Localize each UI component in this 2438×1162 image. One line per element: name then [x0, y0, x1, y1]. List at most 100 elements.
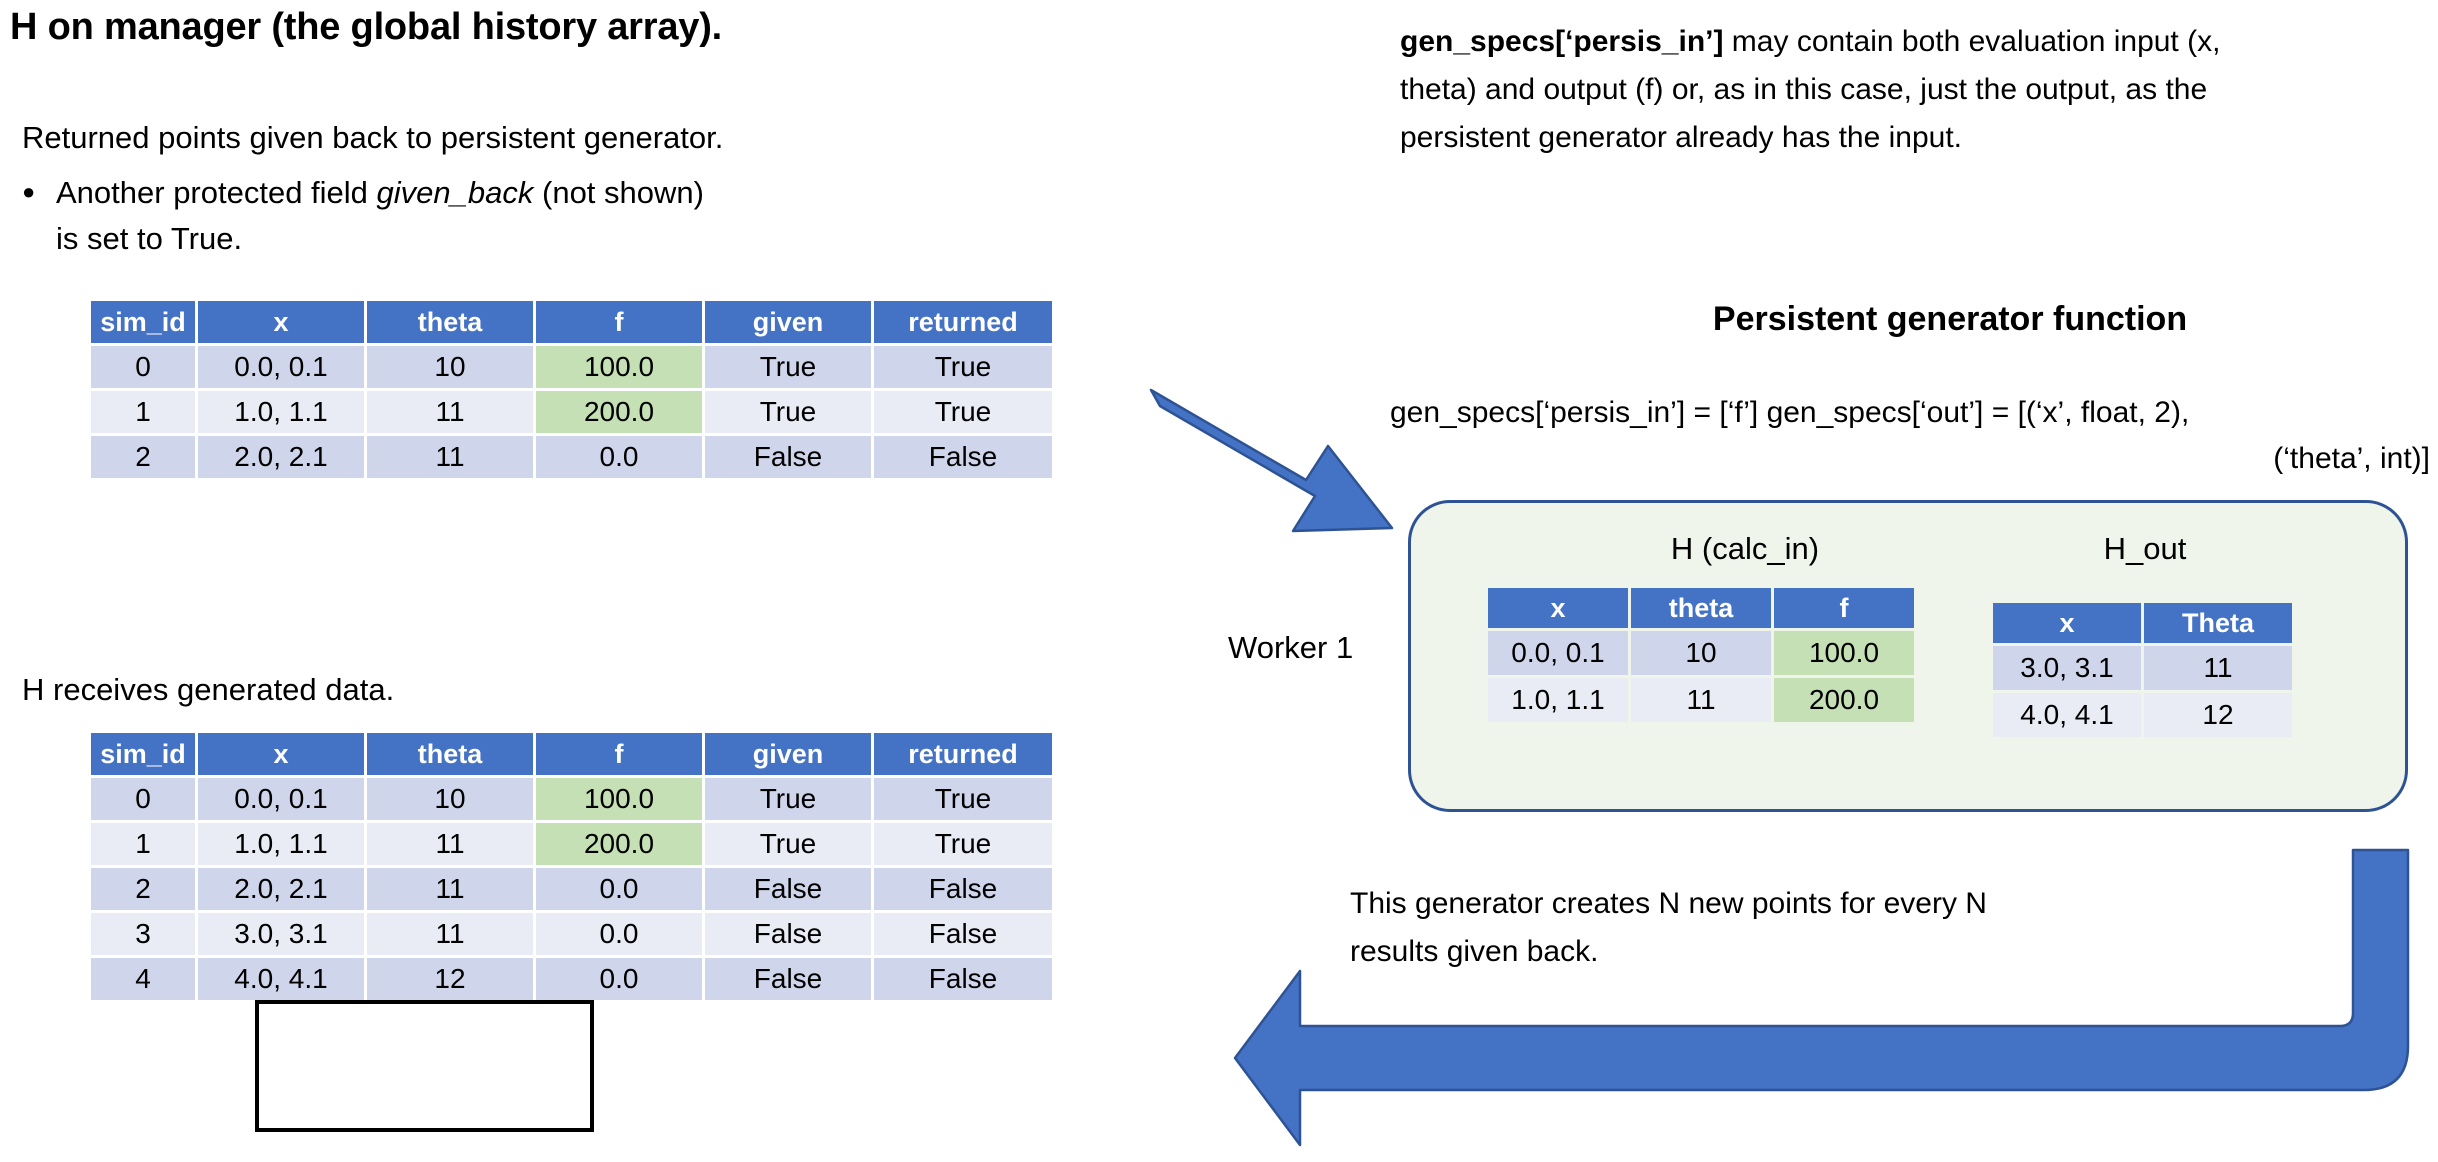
cell-given: False — [705, 868, 871, 910]
section-label-h-receives: H receives generated data. — [22, 672, 395, 707]
table-header-row: x theta f — [1488, 588, 1914, 628]
cell-x: 0.0, 0.1 — [198, 346, 364, 388]
table-h-returned: sim_id x theta f given returned 0 0.0, 0… — [88, 298, 1055, 481]
table-row: 2 2.0, 2.1 11 0.0 False False — [91, 436, 1052, 478]
col-header-f: f — [536, 301, 702, 343]
bullet-item-given-back: ● Another protected field given_back (no… — [22, 170, 722, 262]
cell-theta: 11 — [367, 391, 533, 433]
col-header-given: given — [705, 733, 871, 775]
cell-theta: 11 — [367, 823, 533, 865]
bullet-dot-icon: ● — [22, 179, 36, 204]
page-title: H on manager (the global history array). — [10, 6, 723, 48]
cell-given: False — [705, 436, 871, 478]
cell-given: True — [705, 391, 871, 433]
cell-f: 0.0 — [536, 436, 702, 478]
persistent-generator-heading: Persistent generator function — [1712, 300, 2188, 338]
table-header-row: x Theta — [1993, 603, 2292, 643]
col-header-sim-id: sim_id — [91, 733, 195, 775]
col-header-f: f — [536, 733, 702, 775]
col-header-theta: theta — [367, 733, 533, 775]
cell-theta: 11 — [367, 436, 533, 478]
table-header-row: sim_id x theta f given returned — [91, 301, 1052, 343]
cell-sim-id: 1 — [91, 391, 195, 433]
table-row: 0 0.0, 0.1 10 100.0 True True — [91, 346, 1052, 388]
cell-f: 100.0 — [536, 346, 702, 388]
cell-x: 0.0, 0.1 — [198, 778, 364, 820]
gen-specs-code-line2: (‘theta’, int)] — [2273, 442, 2430, 475]
col-header-returned: returned — [874, 301, 1052, 343]
cell-x: 2.0, 2.1 — [198, 868, 364, 910]
col-header-x: x — [1488, 588, 1628, 628]
cell-given: False — [705, 913, 871, 955]
table-title-h-out: H_out — [2103, 531, 2187, 566]
gen-specs-explanation: gen_specs[‘persis_in’] may contain both … — [1400, 18, 2280, 162]
table-header-row: sim_id x theta f given returned — [91, 733, 1052, 775]
col-header-given: given — [705, 301, 871, 343]
cell-theta: 11 — [1631, 678, 1771, 722]
col-header-x: x — [1993, 603, 2141, 643]
table-title-calc-in: H (calc_in) — [1670, 531, 1820, 566]
cell-given: True — [705, 778, 871, 820]
cell-returned: False — [874, 868, 1052, 910]
cell-returned: False — [874, 958, 1052, 1000]
table-row: 2 2.0, 2.1 11 0.0 False False — [91, 868, 1052, 910]
bullet-prefix: Another protected field — [56, 175, 377, 210]
cell-returned: True — [874, 823, 1052, 865]
bullet-suffix: (not shown) is set to True. — [56, 175, 704, 256]
table-row: 4.0, 4.1 12 — [1993, 693, 2292, 737]
cell-theta: 10 — [367, 346, 533, 388]
cell-theta: 11 — [2144, 646, 2292, 690]
cell-x: 3.0, 3.1 — [1993, 646, 2141, 690]
highlight-outline-new-points — [255, 1000, 594, 1132]
cell-sim-id: 2 — [91, 436, 195, 478]
col-header-sim-id: sim_id — [91, 301, 195, 343]
cell-returned: True — [874, 391, 1052, 433]
cell-x: 2.0, 2.1 — [198, 436, 364, 478]
cell-x: 1.0, 1.1 — [198, 391, 364, 433]
cell-f: 0.0 — [536, 913, 702, 955]
cell-theta: 10 — [367, 778, 533, 820]
table-row: 1 1.0, 1.1 11 200.0 True True — [91, 823, 1052, 865]
cell-f: 200.0 — [536, 391, 702, 433]
table-h-received: sim_id x theta f given returned 0 0.0, 0… — [88, 730, 1055, 1003]
cell-f: 100.0 — [1774, 631, 1914, 675]
col-header-x: x — [198, 733, 364, 775]
cell-theta: 11 — [367, 868, 533, 910]
cell-given: True — [705, 346, 871, 388]
cell-sim-id: 4 — [91, 958, 195, 1000]
bottom-note: This generator creates N new points for … — [1350, 887, 1987, 968]
cell-x: 1.0, 1.1 — [198, 823, 364, 865]
cell-x: 3.0, 3.1 — [198, 913, 364, 955]
table-calc-in: x theta f 0.0, 0.1 10 100.0 1.0, 1.1 11 … — [1485, 585, 1917, 725]
table-row: 1 1.0, 1.1 11 200.0 True True — [91, 391, 1052, 433]
cell-given: False — [705, 958, 871, 1000]
cell-theta: 10 — [1631, 631, 1771, 675]
cell-x: 1.0, 1.1 — [1488, 678, 1628, 722]
col-header-theta: Theta — [2144, 603, 2292, 643]
arrow-down-right-icon — [1148, 368, 1448, 548]
gen-specs-code: gen_specs[‘persis_in’] = [‘f’] gen_specs… — [1390, 390, 2430, 482]
bullet-item-label: Another protected field given_back (not … — [56, 170, 722, 262]
cell-sim-id: 3 — [91, 913, 195, 955]
col-header-returned: returned — [874, 733, 1052, 775]
table-h-out: x Theta 3.0, 3.1 11 4.0, 4.1 12 — [1990, 600, 2295, 740]
cell-returned: True — [874, 778, 1052, 820]
arrow-elbow-left-icon — [1230, 840, 2438, 1160]
cell-sim-id: 2 — [91, 868, 195, 910]
gen-specs-code-line1: gen_specs[‘persis_in’] = [‘f’] gen_specs… — [1390, 396, 2190, 429]
cell-f: 0.0 — [536, 958, 702, 1000]
table-row: 4 4.0, 4.1 12 0.0 False False — [91, 958, 1052, 1000]
worker-label: Worker 1 — [1228, 630, 1354, 665]
cell-theta: 12 — [367, 958, 533, 1000]
cell-returned: False — [874, 436, 1052, 478]
gen-specs-persis-in-term: gen_specs[‘persis_in’] — [1400, 25, 1724, 58]
cell-sim-id: 0 — [91, 778, 195, 820]
cell-x: 4.0, 4.1 — [1993, 693, 2141, 737]
cell-f: 200.0 — [536, 823, 702, 865]
table-row: 3 3.0, 3.1 11 0.0 False False — [91, 913, 1052, 955]
cell-f: 200.0 — [1774, 678, 1914, 722]
gen-specs-explanation-rest: may contain both evaluation input (x, th… — [1400, 25, 2221, 154]
col-header-theta: theta — [367, 301, 533, 343]
cell-sim-id: 1 — [91, 823, 195, 865]
lead-text: Returned points given back to persistent… — [22, 120, 724, 155]
